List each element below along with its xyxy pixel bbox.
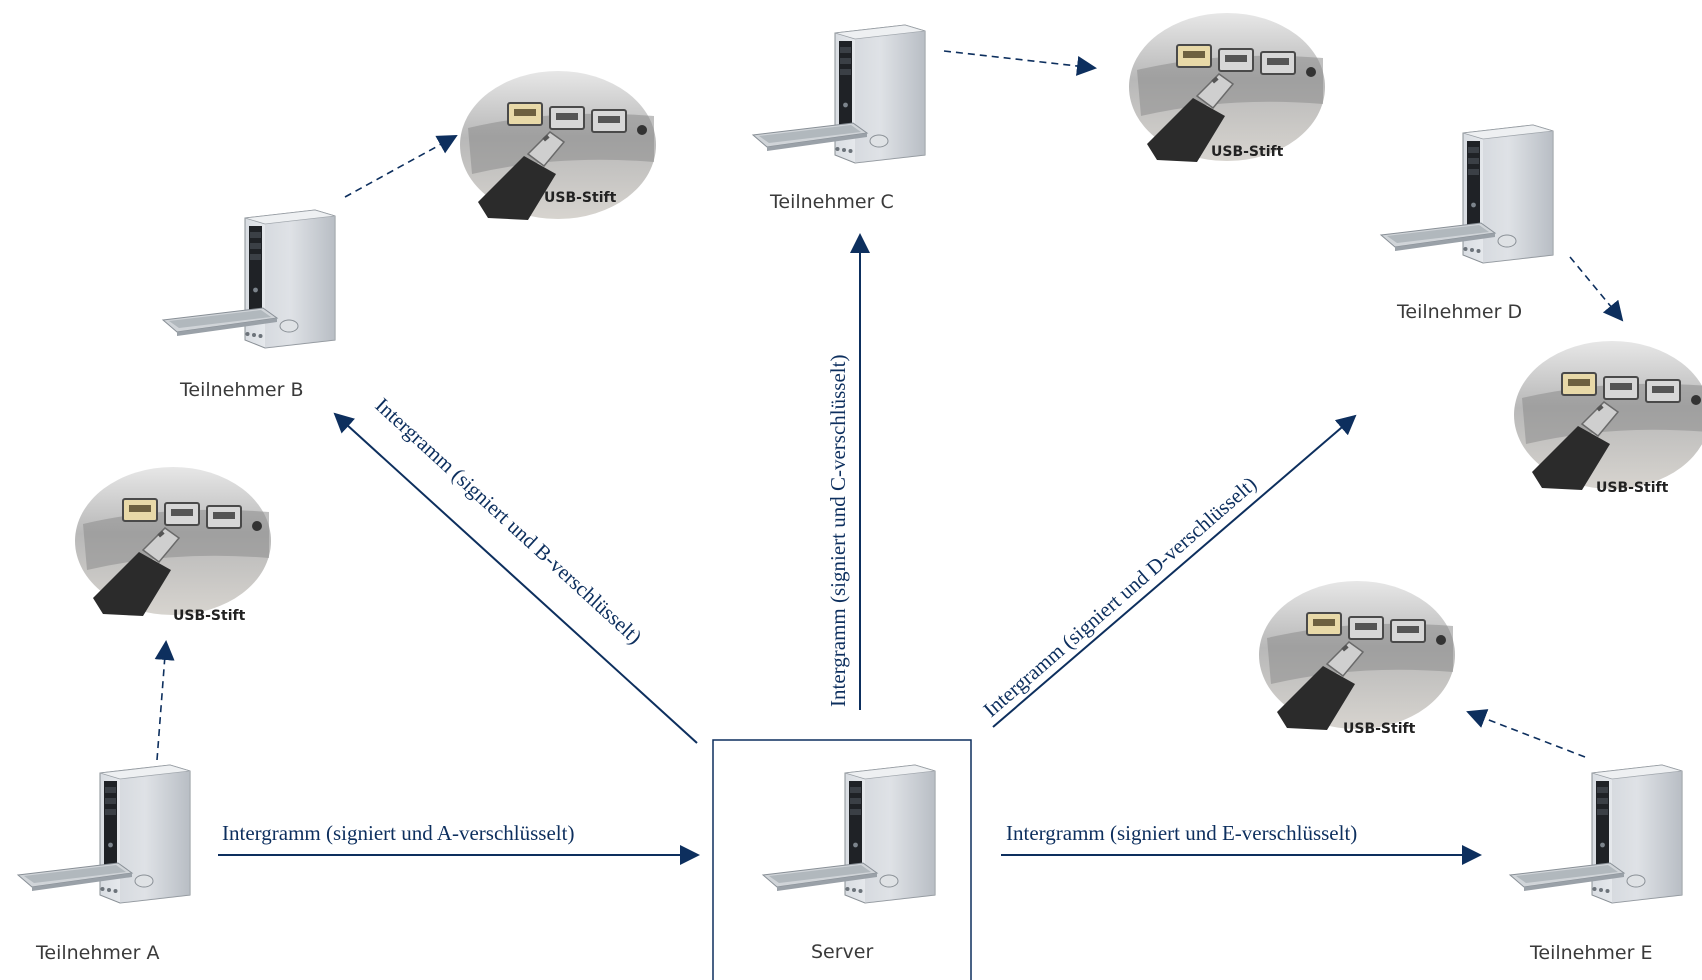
dashed-arrow-b-usb [344, 135, 458, 198]
computer-icon [162, 209, 336, 349]
usb-label-b: USB-Stift [544, 190, 617, 206]
edge-arrow-server-d [992, 414, 1357, 728]
computer-icon [762, 764, 936, 904]
dashed-arrow-a-usb [154, 640, 175, 761]
usb-label-c: USB-Stift [1211, 144, 1284, 160]
dashed-arrow-e-usb [1466, 709, 1586, 758]
usb-stick-icon: USB-Stift [1513, 340, 1702, 496]
usb-stick-icon: USB-Stift [459, 70, 657, 221]
computer-icon [17, 764, 191, 904]
usb-label-a: USB-Stift [173, 608, 246, 624]
edge-label-a: Intergramm (signiert und A-verschlüsselt… [222, 821, 574, 845]
edge-arrow-server-b [333, 412, 698, 744]
participant-label-c: Teilnehmer C [769, 191, 894, 213]
participant-label-b: Teilnehmer B [179, 379, 303, 401]
usb-label-d: USB-Stift [1596, 480, 1669, 496]
server-label: Server [811, 941, 873, 963]
computer-icon [1509, 764, 1683, 904]
server-frame [712, 739, 972, 980]
usb-stick-icon: USB-Stift [74, 466, 272, 624]
dashed-arrow-d-usb [1569, 256, 1624, 322]
participant-label-a: Teilnehmer A [35, 942, 159, 964]
computer-icon [1380, 124, 1554, 264]
usb-label-e: USB-Stift [1343, 721, 1416, 737]
dashed-arrow-c-usb [943, 50, 1097, 76]
edge-label-d: Intergramm (signiert und D-verschlüsselt… [979, 472, 1262, 722]
computer-icon [752, 24, 926, 164]
edge-label-c: Intergramm (signiert und C-verschlüsselt… [826, 355, 850, 707]
usb-stick-icon: USB-Stift [1258, 580, 1456, 737]
usb-stick-icon: USB-Stift [1128, 12, 1326, 163]
edge-label-b: Intergramm (signiert und B-verschlüsselt… [371, 393, 647, 649]
participant-label-d: Teilnehmer D [1396, 301, 1522, 323]
edge-label-e: Intergramm (signiert und E-verschlüsselt… [1006, 821, 1357, 845]
participant-label-e: Teilnehmer E [1529, 942, 1652, 964]
